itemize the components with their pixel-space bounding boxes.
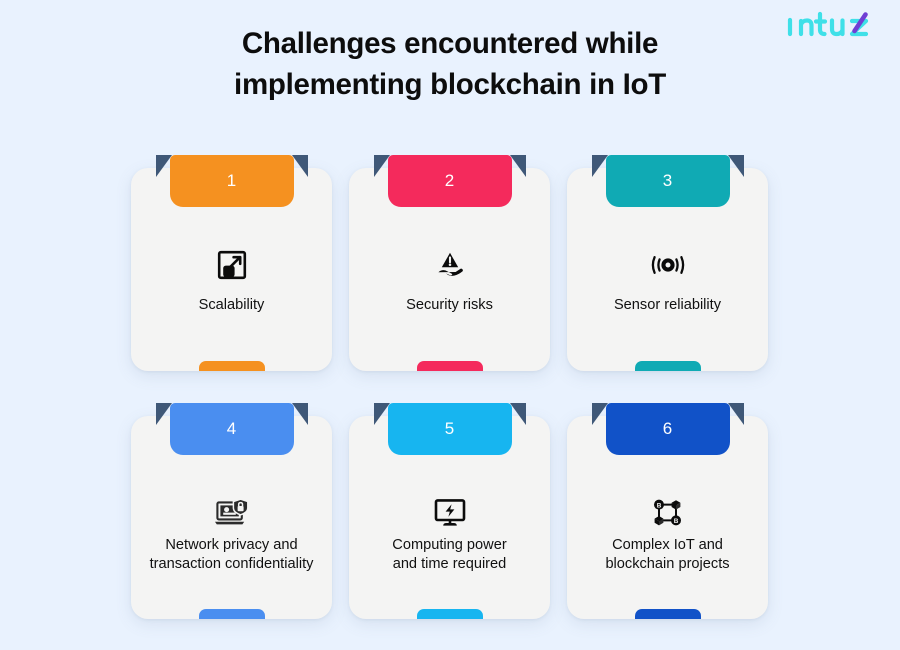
- card-ribbon: 5: [373, 403, 526, 461]
- card-label: Scalability: [198, 297, 265, 313]
- challenges-grid: Scalability 1 Security risks: [131, 155, 769, 619]
- card-bottom-tab: [416, 361, 483, 371]
- card-number-badge: 5: [387, 403, 512, 455]
- ribbon-fold-left: [373, 155, 390, 177]
- card-label-line-1: Network privacy and: [165, 537, 298, 553]
- ribbon-fold-right: [509, 155, 526, 177]
- card-bottom-tab: [198, 609, 265, 619]
- card-ribbon: 4: [155, 403, 308, 461]
- page-title-line-1: Challenges encountered while: [241, 27, 659, 60]
- card-label-line-2: transaction confidentiality: [149, 556, 314, 573]
- ribbon-fold-left: [155, 155, 172, 177]
- card-bottom-tab: [198, 361, 265, 371]
- challenge-card-2[interactable]: Security risks 2: [349, 155, 550, 371]
- card-label: Complex IoT and blockchain projects: [575, 536, 760, 575]
- card-number-badge: 4: [169, 403, 294, 455]
- card-body: Security risks: [349, 168, 550, 371]
- ribbon-fold-left: [591, 403, 608, 425]
- card-bottom-tab: [634, 361, 701, 371]
- card-label: Security risks: [406, 297, 493, 313]
- ribbon-fold-left: [373, 403, 390, 425]
- card-number-badge: 3: [605, 155, 730, 207]
- card-label: Computing power and time required: [357, 536, 542, 575]
- card-label-line-1: Complex IoT and: [612, 537, 723, 553]
- ribbon-fold-right: [509, 403, 526, 425]
- card-ribbon: 3: [591, 155, 744, 213]
- ribbon-fold-right: [291, 403, 308, 425]
- card-label: Network privacy and transaction confiden…: [139, 536, 324, 575]
- page-title-line-2: implementing blockchain in IoT: [234, 67, 666, 101]
- card-label-line-2: blockchain projects: [605, 556, 730, 573]
- challenge-card-4[interactable]: Network privacy and transaction confiden…: [131, 403, 332, 619]
- ribbon-fold-right: [727, 403, 744, 425]
- monitor-power-icon: [349, 490, 550, 536]
- card-ribbon: 6: [591, 403, 744, 461]
- challenge-card-1[interactable]: Scalability 1: [131, 155, 332, 371]
- intuz-logo: [786, 10, 882, 40]
- laptop-shield-lock-icon: [131, 490, 332, 536]
- page-title: Challenges encountered while implementin…: [0, 24, 900, 105]
- card-number-badge: 1: [169, 155, 294, 207]
- ribbon-fold-left: [591, 155, 608, 177]
- card-bottom-tab: [634, 609, 701, 619]
- card-label-line-2: and time required: [392, 556, 507, 573]
- svg-text:B: B: [673, 518, 678, 525]
- card-ribbon: 1: [155, 155, 308, 213]
- card-bottom-tab: [416, 609, 483, 619]
- sensor-signal-icon: [567, 242, 768, 288]
- challenge-card-3[interactable]: Sensor reliability 3: [567, 155, 768, 371]
- hand-warning-icon: [349, 242, 550, 288]
- ribbon-fold-left: [155, 403, 172, 425]
- card-label-line-1: Computing power: [392, 537, 507, 553]
- scalability-expand-icon: [131, 242, 332, 288]
- challenge-card-5[interactable]: Computing power and time required 5: [349, 403, 550, 619]
- card-label: Sensor reliability: [613, 297, 722, 313]
- blockchain-network-icon: B B: [567, 490, 768, 536]
- intuz-logo-mark: [787, 11, 869, 37]
- challenge-card-6[interactable]: B B Complex IoT and blockchain projects: [567, 403, 768, 619]
- card-number-badge: 6: [605, 403, 730, 455]
- ribbon-fold-right: [291, 155, 308, 177]
- svg-text:B: B: [656, 502, 661, 509]
- card-ribbon: 2: [373, 155, 526, 213]
- card-number-badge: 2: [387, 155, 512, 207]
- ribbon-fold-right: [727, 155, 744, 177]
